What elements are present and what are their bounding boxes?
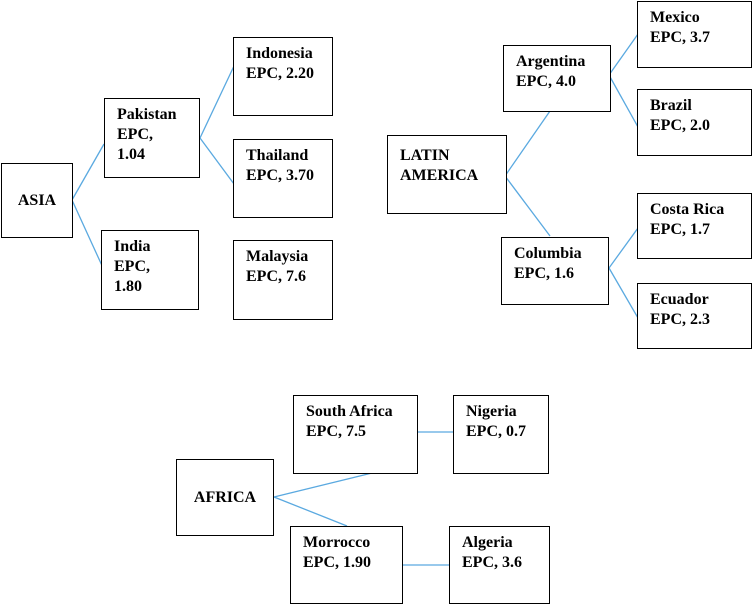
link-pakistan-thailand bbox=[199, 137, 235, 185]
node-morrocco-epc: EPC, 1.90 bbox=[303, 554, 371, 571]
node-costa-rica: Costa Rica EPC, 1.7 bbox=[637, 193, 752, 259]
node-pakistan-epc-value: 1.04 bbox=[117, 146, 145, 163]
link-latam-argentina bbox=[504, 110, 551, 177]
node-algeria-name: Algeria bbox=[462, 534, 513, 551]
node-pakistan-name: Pakistan bbox=[117, 106, 177, 123]
node-latin-america-line2: AMERICA bbox=[400, 167, 479, 184]
node-south-africa-epc: EPC, 7.5 bbox=[306, 423, 366, 440]
node-malaysia: Malaysia EPC, 7.6 bbox=[233, 240, 333, 320]
node-argentina-epc: EPC, 4.0 bbox=[516, 73, 576, 90]
node-morrocco-name: Morrocco bbox=[303, 534, 371, 551]
node-indonesia-epc: EPC, 2.20 bbox=[246, 65, 314, 82]
link-pakistan-indonesia bbox=[199, 65, 235, 139]
node-malaysia-epc: EPC, 7.6 bbox=[246, 268, 306, 285]
node-mexico-epc: EPC, 3.7 bbox=[650, 29, 710, 46]
node-ecuador: Ecuador EPC, 2.3 bbox=[637, 283, 752, 349]
node-pakistan-epc-label: EPC, bbox=[117, 126, 153, 143]
node-morrocco: Morrocco EPC, 1.90 bbox=[290, 526, 403, 604]
link-argentina-mexico bbox=[608, 33, 639, 76]
node-mexico: Mexico EPC, 3.7 bbox=[637, 1, 752, 68]
link-asia-pakistan bbox=[71, 143, 105, 201]
link-latam-columbia bbox=[504, 175, 551, 237]
node-algeria: Algeria EPC, 3.6 bbox=[449, 526, 550, 604]
node-asia-label: ASIA bbox=[17, 191, 57, 209]
node-columbia-epc: EPC, 1.6 bbox=[514, 265, 574, 282]
node-algeria-epc: EPC, 3.6 bbox=[462, 554, 522, 571]
node-costa-rica-epc: EPC, 1.7 bbox=[650, 221, 710, 238]
node-indonesia-name: Indonesia bbox=[246, 45, 313, 62]
node-south-africa: South Africa EPC, 7.5 bbox=[293, 395, 418, 474]
node-argentina-name: Argentina bbox=[516, 53, 586, 70]
node-asia: ASIA bbox=[1, 163, 73, 238]
link-africa-southafrica bbox=[273, 472, 373, 498]
node-nigeria-name: Nigeria bbox=[466, 403, 517, 420]
node-malaysia-name: Malaysia bbox=[246, 248, 309, 265]
node-ecuador-epc: EPC, 2.3 bbox=[650, 311, 710, 328]
node-brazil: Brazil EPC, 2.0 bbox=[637, 89, 752, 156]
node-thailand: Thailand EPC, 3.70 bbox=[233, 139, 333, 218]
node-columbia: Columbia EPC, 1.6 bbox=[501, 237, 609, 305]
node-nigeria-epc: EPC, 0.7 bbox=[466, 423, 526, 440]
node-india-name: India bbox=[114, 238, 151, 255]
link-columbia-ecuador bbox=[608, 267, 639, 319]
node-thailand-epc: EPC, 3.70 bbox=[246, 167, 314, 184]
node-india-epc-label: EPC, bbox=[114, 258, 150, 275]
node-latin-america: LATIN AMERICA bbox=[387, 135, 507, 214]
node-columbia-name: Columbia bbox=[514, 245, 582, 262]
node-africa-label: AFRICA bbox=[193, 488, 257, 506]
node-pakistan: Pakistan EPC, 1.04 bbox=[104, 98, 200, 178]
link-africa-morrocco bbox=[273, 496, 348, 527]
node-thailand-name: Thailand bbox=[246, 147, 309, 164]
node-brazil-name: Brazil bbox=[650, 97, 692, 114]
node-india: India EPC, 1.80 bbox=[101, 230, 199, 310]
node-south-africa-name: South Africa bbox=[306, 403, 393, 420]
node-india-epc-value: 1.80 bbox=[114, 278, 142, 295]
link-argentina-brazil bbox=[608, 74, 639, 128]
link-asia-india bbox=[71, 199, 105, 271]
node-argentina: Argentina EPC, 4.0 bbox=[503, 45, 611, 112]
node-nigeria: Nigeria EPC, 0.7 bbox=[453, 395, 549, 474]
node-indonesia: Indonesia EPC, 2.20 bbox=[233, 37, 333, 116]
node-costa-rica-name: Costa Rica bbox=[650, 201, 725, 218]
node-latin-america-line1: LATIN bbox=[400, 147, 450, 164]
link-columbia-costarica bbox=[608, 227, 639, 269]
node-brazil-epc: EPC, 2.0 bbox=[650, 117, 710, 134]
node-africa: AFRICA bbox=[176, 459, 274, 536]
node-ecuador-name: Ecuador bbox=[650, 291, 709, 308]
node-mexico-name: Mexico bbox=[650, 9, 700, 26]
